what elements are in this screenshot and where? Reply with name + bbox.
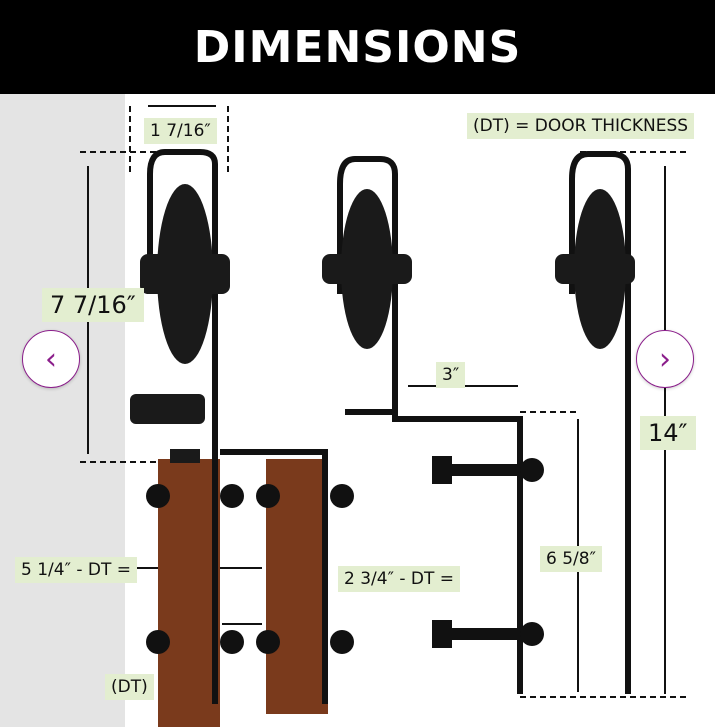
chevron-left-icon: ‹ [45, 341, 57, 377]
hardware-diagram [80, 105, 690, 727]
label-total-height: 14″ [640, 416, 696, 450]
label-bolt-spacing: 6 5/8″ [540, 546, 602, 572]
label-narrow-gap: 2 3/4″ - DT = [338, 566, 460, 592]
product-image: 1 7/16″ (DT) = DOOR THICKNESS 7 7/16″ 3″… [0, 94, 715, 727]
wheels [130, 184, 635, 463]
bolts [146, 456, 544, 654]
next-image-button[interactable]: › [636, 330, 694, 388]
label-legend: (DT) = DOOR THICKNESS [467, 113, 695, 139]
door-panel-left [158, 459, 220, 727]
hanger-straps [147, 149, 631, 704]
label-offset: 3″ [436, 362, 466, 388]
page-title: DIMENSIONS [0, 0, 715, 94]
label-height-left: 7 7/16″ [42, 288, 144, 322]
label-wide-gap: 5 1/4″ - DT = [15, 557, 137, 583]
previous-image-button[interactable]: ‹ [22, 330, 80, 388]
label-door-thickness: (DT) [105, 674, 154, 700]
chevron-right-icon: › [659, 341, 671, 377]
label-top-width: 1 7/16″ [144, 118, 217, 144]
wall-background [0, 94, 125, 727]
